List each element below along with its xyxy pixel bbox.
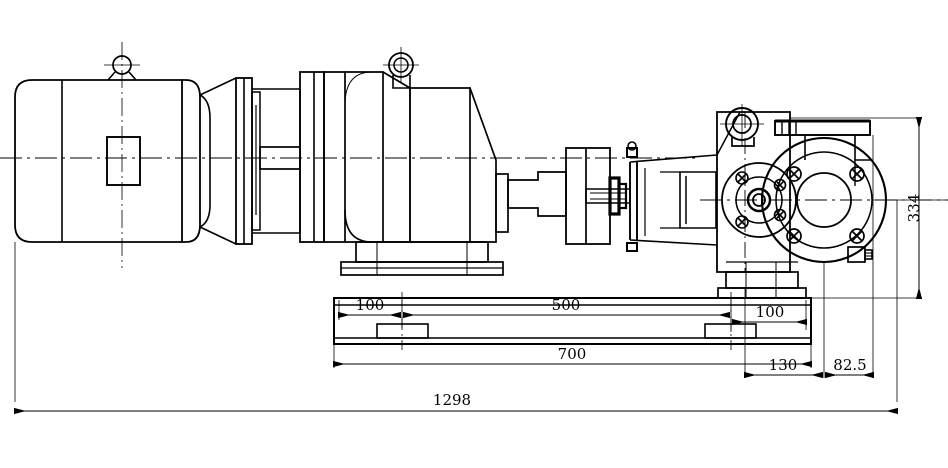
- dim-overall-length: 1298: [433, 391, 471, 409]
- motor-adapter-flange: [235, 77, 301, 245]
- dim-bolt-edge-left: 100: [356, 296, 385, 314]
- dim-bolt-edge-right: 100: [756, 303, 785, 321]
- dim-centerline-height: 334: [905, 194, 923, 223]
- dim-pump-offset: 130: [769, 356, 798, 374]
- gear-reducer: [299, 71, 497, 243]
- pump-lifting-eye: [720, 104, 764, 147]
- discharge-nozzle-flange: [774, 119, 873, 263]
- shaft-coupling: [495, 147, 631, 245]
- lantern-bracket: [626, 141, 718, 252]
- electric-motor: [14, 77, 237, 245]
- gearbox-pedestal: [340, 241, 504, 276]
- gearbox-lifting-eye: [383, 47, 419, 89]
- dimension-lines: [14, 117, 923, 415]
- dim-baseplate-length: 700: [558, 345, 587, 363]
- dim-bolt-spacing-center: 500: [552, 296, 581, 314]
- baseplate: [333, 297, 812, 345]
- shaft-centerline: [0, 157, 948, 201]
- stuffing-box-flange: [721, 162, 797, 238]
- dim-flange-face: 82.5: [833, 356, 866, 374]
- motor-lifting-eye: [104, 55, 140, 81]
- terminal-box: [106, 136, 141, 186]
